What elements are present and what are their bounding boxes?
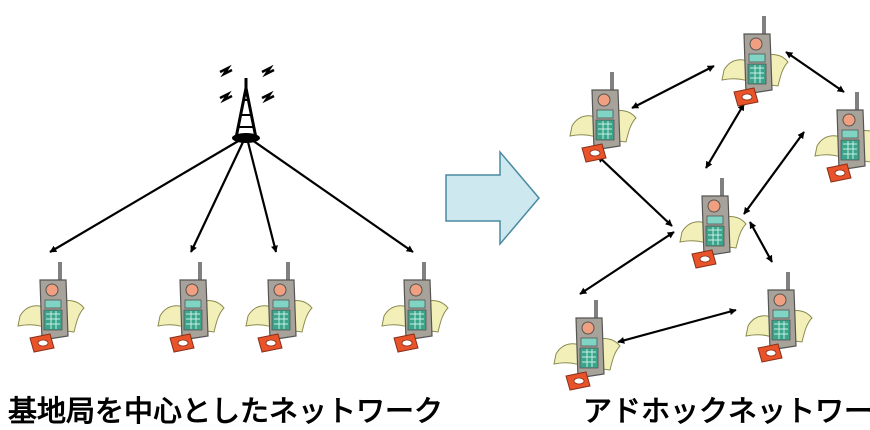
flip-phone-icon [745, 271, 813, 363]
link-arrow [251, 139, 414, 253]
link-arrow [743, 131, 805, 215]
flip-phone-icon [814, 91, 870, 183]
flip-phone-icon [553, 299, 621, 391]
link-arrow [246, 141, 278, 253]
radio-tower-icon [219, 64, 275, 143]
link-arrow [785, 51, 845, 93]
flip-phone-icon [245, 261, 313, 353]
link-arrow [597, 155, 673, 227]
flip-phone-icon [157, 261, 225, 353]
link-arrow [617, 308, 737, 344]
flip-phone-icon [17, 261, 85, 353]
base-station-network [17, 64, 449, 353]
link-arrow [749, 221, 773, 263]
caption-base-station-network: 基地局を中心としたネットワーク [8, 394, 444, 428]
caption-ad-hoc-network: アドホックネットワーク [583, 394, 870, 428]
ad-hoc-network [553, 15, 870, 391]
link-arrow [631, 65, 715, 109]
flip-phone-icon [679, 177, 747, 269]
link-arrow [705, 103, 745, 169]
right-arrow-icon [445, 149, 540, 247]
link-arrow [190, 141, 244, 253]
flip-phone-icon [721, 15, 789, 107]
flip-phone-icon [381, 261, 449, 353]
link-arrow [49, 139, 241, 253]
flip-phone-icon [569, 71, 637, 163]
link-arrow [579, 231, 675, 295]
